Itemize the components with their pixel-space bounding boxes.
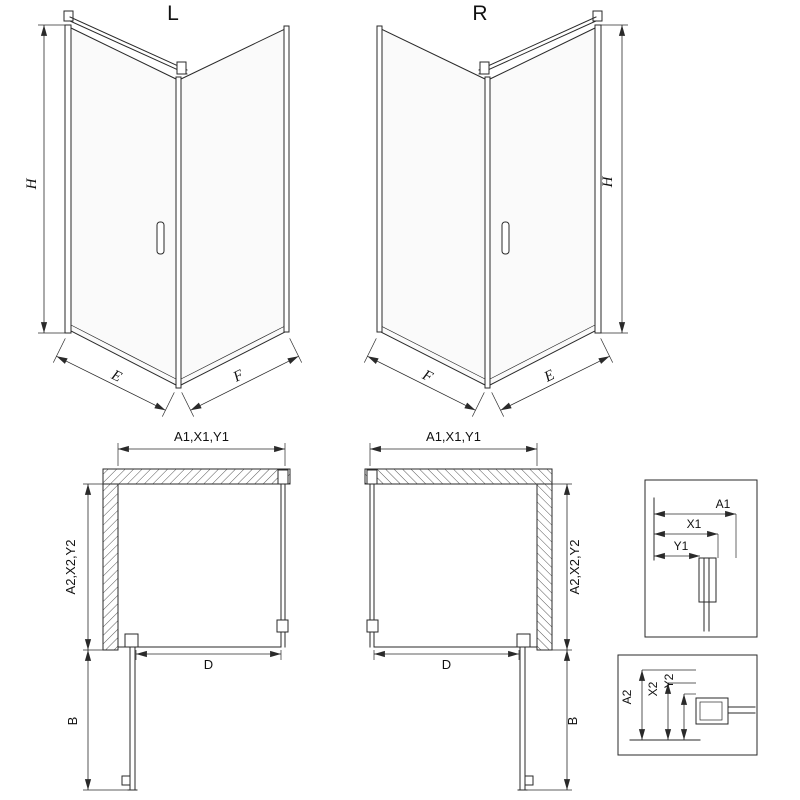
plan-left-depth-label: A2,X2,Y2 — [63, 540, 78, 595]
detail-box-depth: A2 X2 Y2 — [617, 654, 758, 756]
view-title-left: L — [167, 2, 179, 25]
detail-x1-label: X1 — [687, 517, 702, 531]
detail-y2-label: Y2 — [662, 673, 676, 688]
detail-y1-label: Y1 — [674, 539, 689, 553]
plan-view-right: A1,X1,Y1 A2,X2,Y2 D B — [365, 429, 582, 790]
plan-left-drawing — [83, 443, 290, 790]
plan-right-width-label: A1,X1,Y1 — [426, 429, 481, 444]
iso-view-right: R H F E — [364, 2, 628, 417]
plan-right-swing-label: B — [565, 717, 580, 726]
plan-view-left: A1,X1,Y1 A2,X2,Y2 D B — [63, 429, 290, 790]
plan-left-door-label: D — [204, 657, 213, 672]
iso-left-drawing — [38, 11, 302, 417]
iso-view-left: L H E F — [24, 2, 302, 417]
dim-label-h-left: H — [24, 177, 40, 190]
plan-right-depth-label: A2,X2,Y2 — [567, 540, 582, 595]
detail-x2-label: X2 — [646, 681, 660, 696]
dim-label-h-right: H — [600, 175, 616, 188]
detail-a1-label: A1 — [716, 497, 731, 511]
plan-right-door-label: D — [442, 657, 451, 672]
plan-right-drawing — [365, 443, 572, 790]
plan-left-width-label: A1,X1,Y1 — [174, 429, 229, 444]
wall-profile-section — [698, 557, 717, 603]
profile-inner-section — [699, 701, 723, 721]
iso-right-drawing — [364, 11, 628, 417]
detail-box-width: A1 X1 Y1 — [644, 479, 758, 638]
detail-a2-label: A2 — [620, 689, 634, 704]
plan-left-swing-label: B — [65, 717, 80, 726]
view-title-right: R — [472, 2, 487, 25]
